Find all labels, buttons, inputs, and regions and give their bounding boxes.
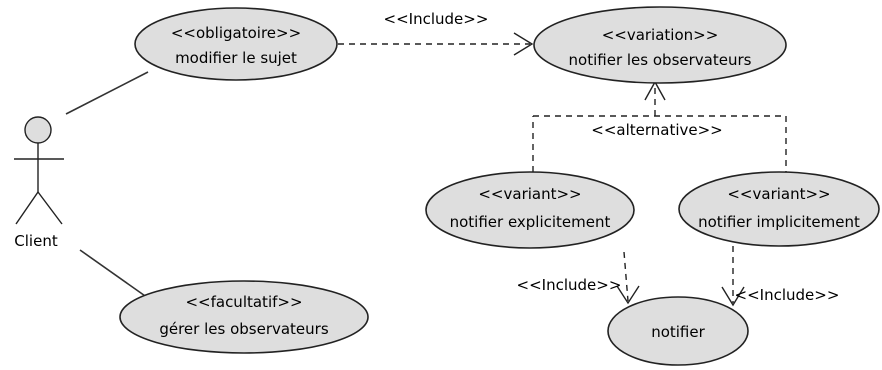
- actor-left-leg: [15, 191, 39, 225]
- alternative-label: <<alternative>>: [591, 121, 723, 139]
- use-case-notifier-implicitement[interactable]: <<variant>> notifier implicitement: [678, 171, 880, 247]
- use-case-stereotype: <<variation>>: [602, 26, 719, 44]
- use-case-ellipse: [607, 296, 749, 366]
- use-case-name: notifier les observateurs: [569, 51, 752, 69]
- use-case-stereotype: <<variant>>: [727, 185, 830, 203]
- use-case-stereotype: <<facultatif>>: [185, 293, 302, 311]
- use-case-name: notifier explicitement: [450, 213, 611, 231]
- use-case-ellipse: [533, 6, 787, 84]
- use-case-stereotype: <<variant>>: [478, 185, 581, 203]
- use-case-name: gérer les observateurs: [159, 320, 328, 338]
- actor-right-leg: [37, 191, 63, 225]
- use-case-notifier[interactable]: notifier: [607, 296, 749, 366]
- include-label-right: <<Include>>: [735, 286, 840, 304]
- use-case-notifier-explicitement[interactable]: <<variant>> notifier explicitement: [425, 171, 635, 249]
- use-case-name: modifier le sujet: [175, 49, 297, 67]
- include-arrowhead-right: [721, 286, 745, 307]
- use-case-ellipse: [134, 7, 338, 81]
- use-case-modifier-sujet[interactable]: <<obligatoire>> modifier le sujet: [134, 7, 338, 81]
- include-label-top: <<Include>>: [384, 10, 489, 28]
- use-case-ellipse: [119, 280, 369, 354]
- use-case-notifier-observateurs[interactable]: <<variation>> notifier les observateurs: [533, 6, 787, 84]
- use-case-ellipse: [425, 171, 635, 249]
- include-label-left: <<Include>>: [517, 276, 622, 294]
- use-case-gerer-observateurs[interactable]: <<facultatif>> gérer les observateurs: [119, 280, 369, 354]
- use-case-name: notifier implicitement: [698, 213, 860, 231]
- use-case-name: notifier: [651, 323, 705, 341]
- include-edge-left: [623, 251, 629, 302]
- association-client-gerer: [79, 249, 149, 299]
- include-arrowhead-left: [616, 285, 640, 305]
- use-case-stereotype: <<obligatoire>>: [171, 24, 301, 42]
- actor-head: [24, 116, 52, 144]
- association-client-modifier: [65, 71, 149, 115]
- actor-client[interactable]: Client: [14, 116, 64, 250]
- actor-label: Client: [14, 232, 58, 250]
- include-arrowhead-top: [513, 32, 534, 56]
- use-case-ellipse: [678, 171, 880, 247]
